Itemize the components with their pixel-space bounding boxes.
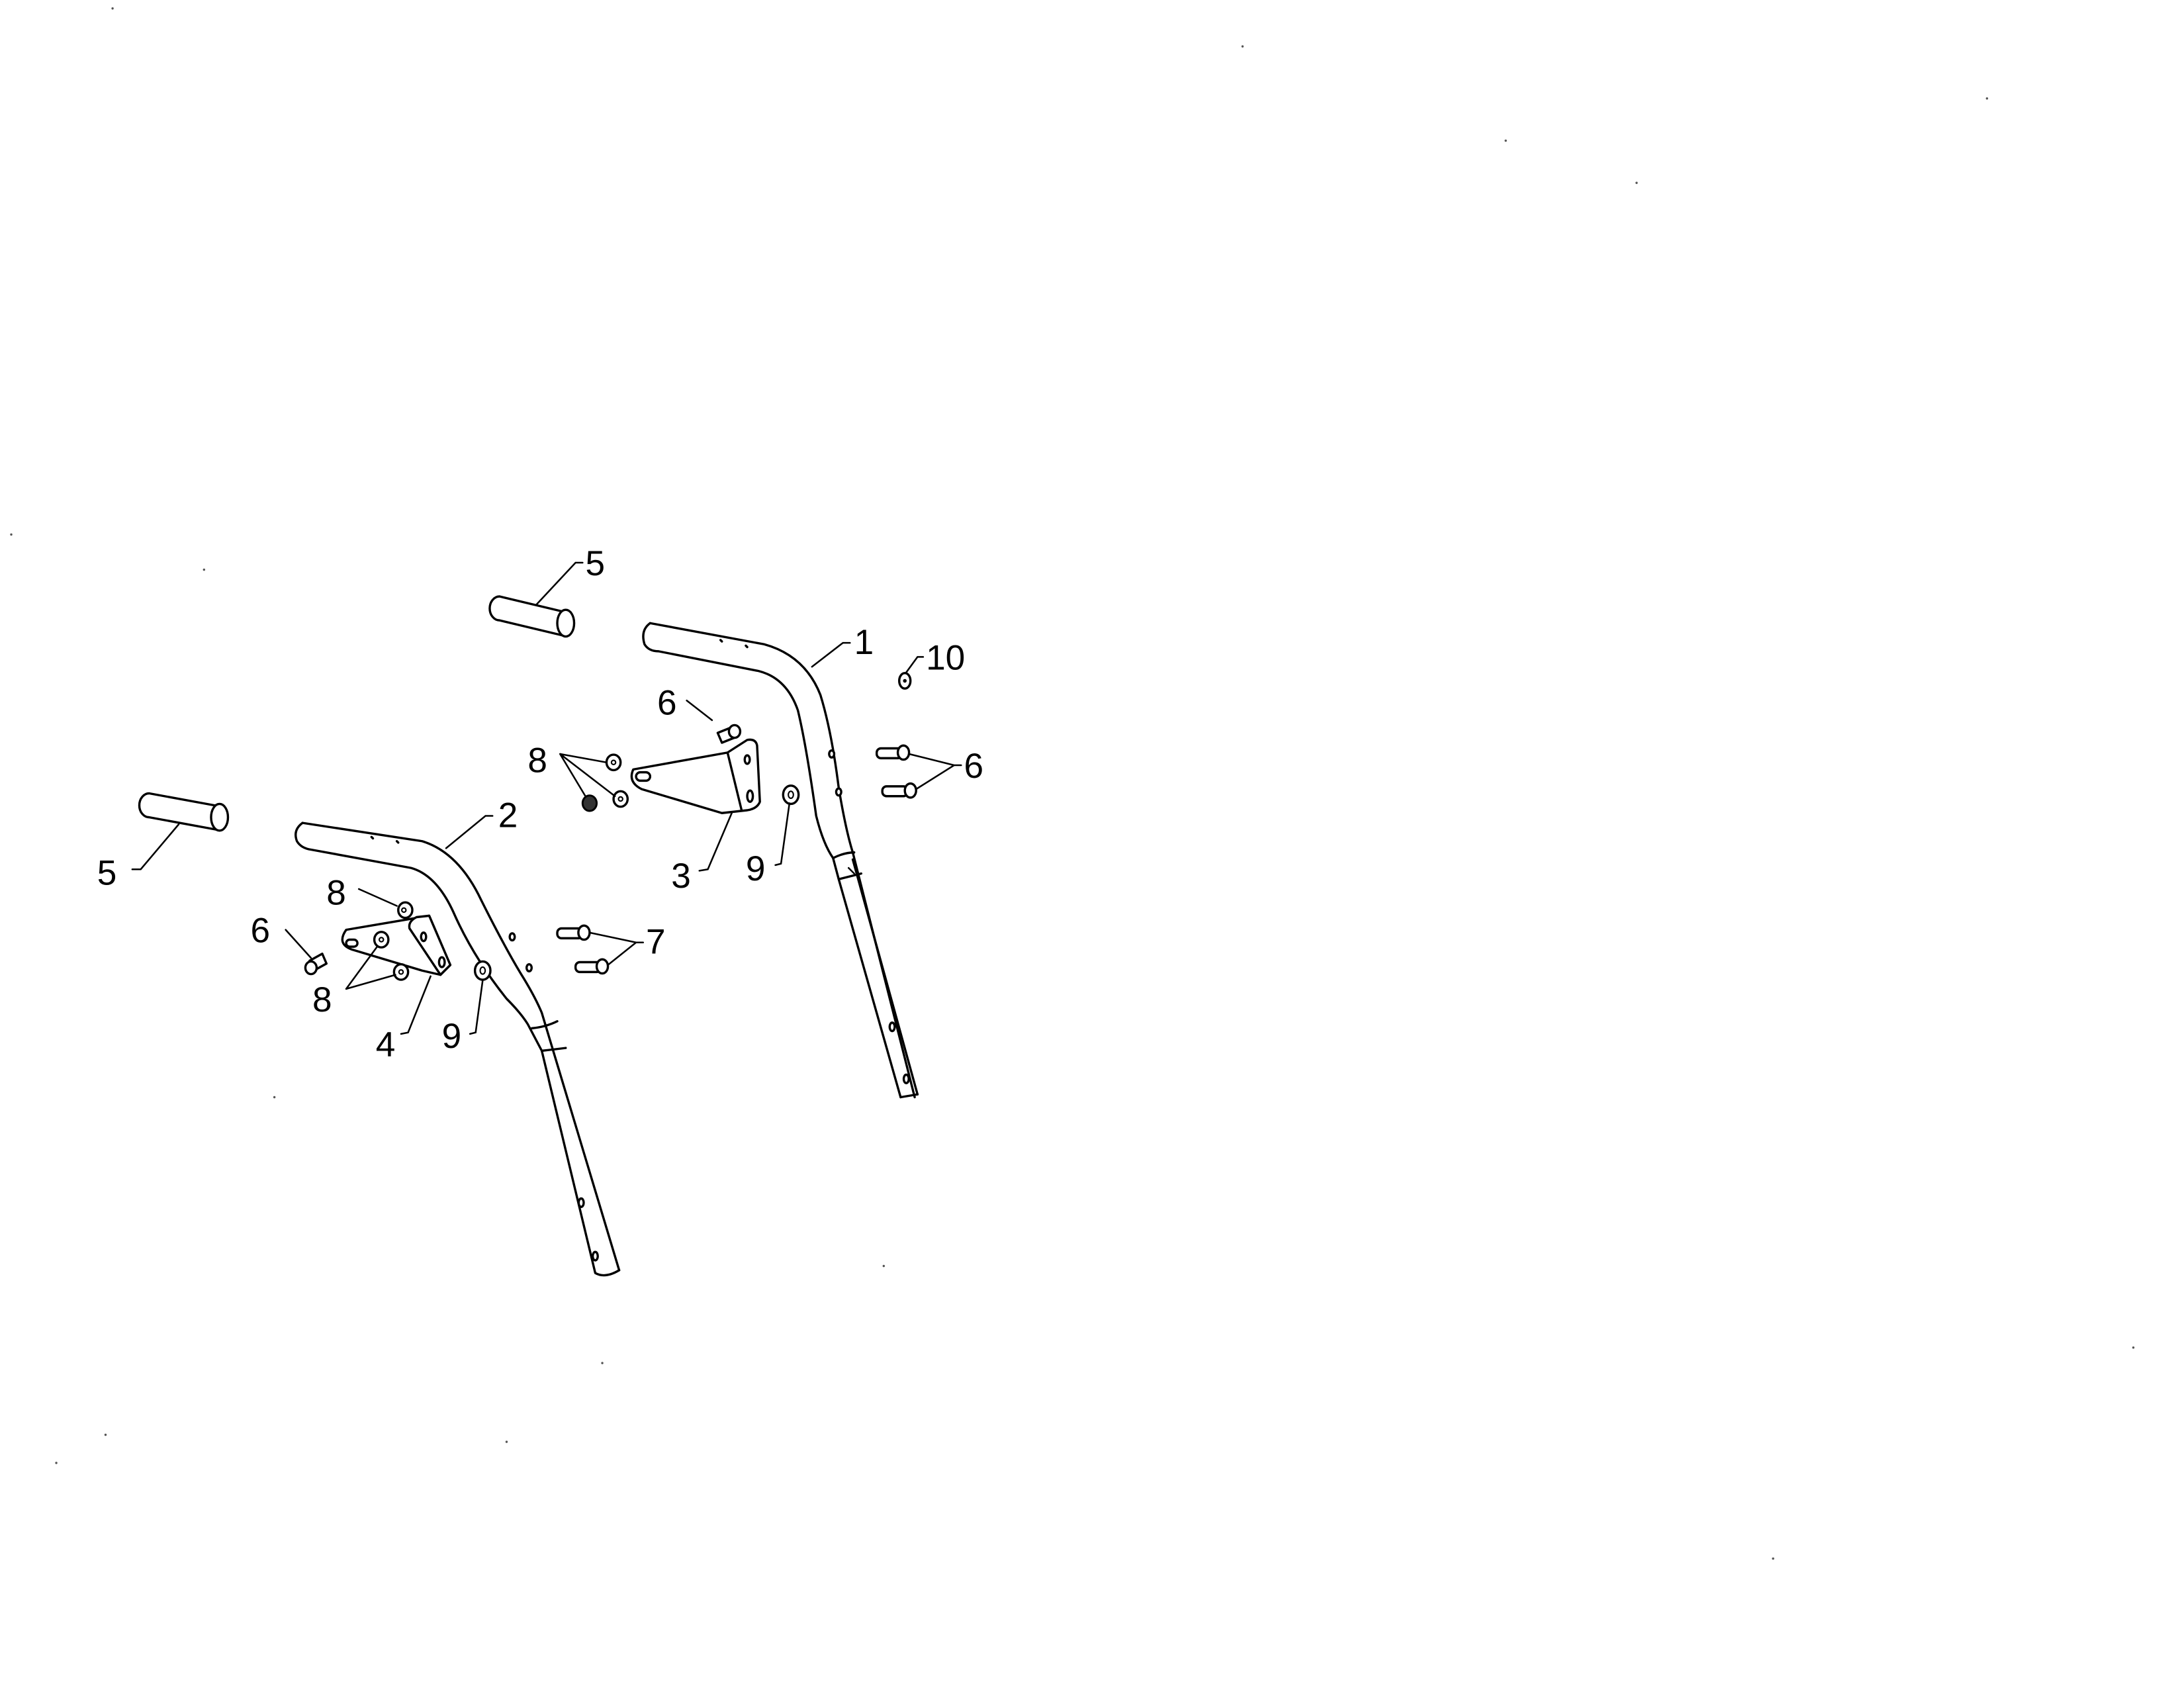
callout-4: 4	[376, 1025, 396, 1064]
grip-lower-part-5: 5	[97, 792, 230, 893]
washer-part-10: 10	[897, 639, 965, 690]
callout-3: 3	[671, 857, 691, 896]
callout-8-lower-single: 8	[326, 873, 346, 912]
handle-right-part-1: 1	[642, 622, 919, 1099]
bracket-right-part-3: 3	[630, 738, 761, 896]
callout-9-lower: 9	[442, 1017, 462, 1056]
callout-6-upper: 6	[657, 684, 677, 723]
callout-6-lower: 6	[250, 912, 270, 951]
grip-upper-part-5: 5	[488, 544, 606, 638]
bolts-lower-part-7: 7	[556, 923, 666, 975]
callout-5-lower: 5	[97, 854, 117, 893]
bolt-upper-part-6: 6	[657, 684, 742, 744]
callout-7-lower: 7	[646, 923, 666, 962]
scan-specks	[10, 7, 2135, 1560]
callout-9-upper: 9	[746, 849, 766, 888]
callout-2: 2	[498, 796, 518, 835]
callout-8-lower-pair: 8	[312, 980, 332, 1019]
bolts-upper-part-7: 6	[875, 744, 984, 799]
callout-1: 1	[854, 623, 874, 662]
washer-lower-part-9: 9	[442, 960, 492, 1056]
handle-left-part-2: 2	[295, 796, 621, 1277]
nuts-washers-upper-part-8: 8	[527, 741, 629, 812]
callout-5-upper: 5	[586, 544, 606, 583]
bracket-left-part-4: 8 4	[312, 914, 452, 1064]
washer-upper-part-9: 9	[746, 784, 800, 888]
nut-lower-part-8: 8	[326, 873, 414, 919]
callout-7-upper: 6	[964, 747, 984, 786]
callout-10: 10	[926, 639, 965, 678]
bolt-lower-part-6: 6	[250, 912, 328, 976]
callout-8-upper: 8	[527, 741, 547, 780]
